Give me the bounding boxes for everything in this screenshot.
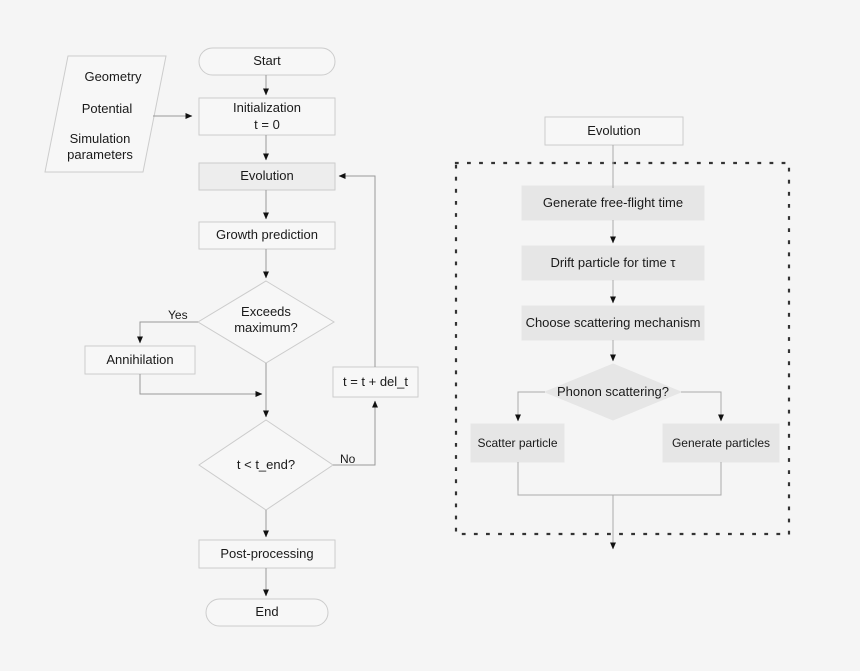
annihilation-box	[84, 345, 196, 375]
end-terminator	[205, 598, 329, 627]
edge-label-no: No	[340, 452, 356, 466]
generate-free-flight-time-box	[521, 185, 705, 221]
connector-phonon-right-branch	[681, 391, 724, 422]
evolution-box-left	[198, 162, 336, 191]
connector-increment-to-evolution	[338, 173, 376, 367]
choose-scattering-mechanism-box	[521, 305, 705, 341]
scatter-particle-box	[470, 423, 565, 463]
evolution-box-right	[544, 116, 684, 146]
edge-label-yes: Yes	[168, 308, 188, 322]
subprocess-dotted-boundary	[454, 161, 791, 536]
exceeds-maximum-diamond	[197, 280, 335, 364]
connector-scatter-to-merge	[517, 462, 613, 496]
start-terminator	[198, 47, 336, 76]
connector-tend-no-to-increment	[333, 400, 378, 466]
growth-prediction-box	[198, 221, 336, 250]
time-increment-box	[332, 366, 419, 398]
t-less-t-end-diamond	[198, 419, 334, 511]
phonon-scattering-diamond	[543, 363, 683, 421]
drift-particle-box	[521, 245, 705, 281]
post-processing-box	[198, 539, 336, 569]
connector-exceeds-yes-to-annihilation	[137, 321, 198, 344]
connector-generate-particles-to-merge	[613, 462, 722, 496]
generate-particles-box	[662, 423, 780, 463]
initialization-box	[198, 97, 336, 136]
input-parallelogram	[44, 55, 167, 173]
connector-phonon-left-branch	[515, 391, 545, 422]
connector-annihilation-to-merge	[139, 374, 263, 397]
